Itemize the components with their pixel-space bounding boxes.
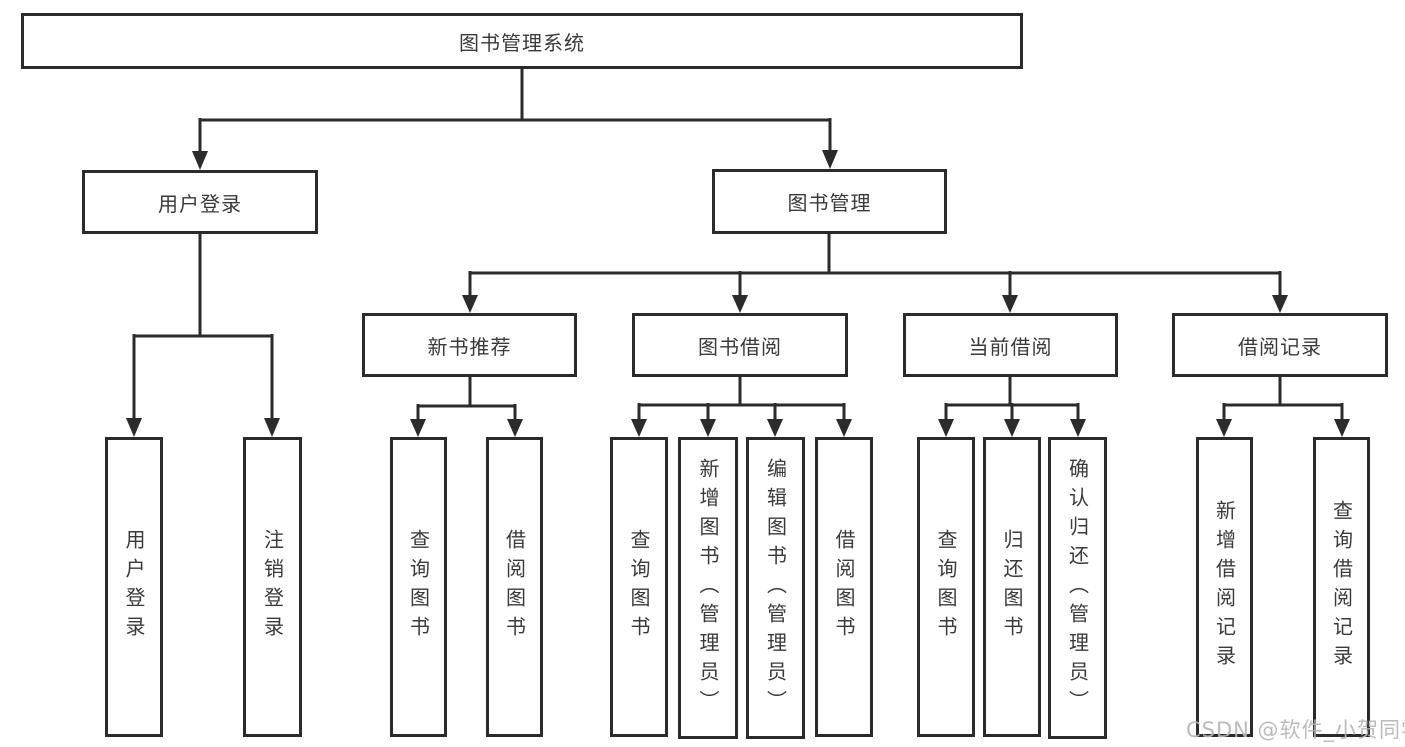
leaf-return-books: 归还图书: [983, 437, 1041, 737]
arrow-down-icon: [938, 419, 954, 437]
node-root-system: 图书管理系统: [21, 13, 1023, 69]
node-label: 借阅记录: [1238, 334, 1322, 359]
node-label: 新增借阅记录: [1212, 500, 1237, 674]
leaf-user-login: 用户登录: [105, 437, 163, 737]
arrow-down-icon: [462, 295, 478, 313]
node-label: 查询图书: [406, 529, 431, 645]
node-label: 用户登录: [122, 529, 146, 645]
node-label: 新书推荐: [427, 334, 512, 359]
leaf-borrow-books: 借阅图书: [815, 437, 873, 737]
arrow-down-icon: [126, 418, 142, 437]
arrow-down-icon: [836, 419, 852, 437]
leaf-query-books-recommend: 查询图书: [390, 437, 447, 737]
node-label: 借阅图书: [502, 529, 527, 645]
node-user-login: 用户登录: [82, 170, 318, 234]
arrow-down-icon: [822, 150, 838, 169]
arrow-down-icon: [1002, 295, 1018, 313]
node-label: 查询借阅记录: [1329, 500, 1354, 674]
node-label: 借阅图书: [832, 529, 856, 645]
node-label: 当前借阅: [968, 334, 1053, 359]
connector-bookmgmt-to-level2: [468, 234, 1282, 297]
arrow-down-icon: [1334, 419, 1350, 437]
node-label: 编辑图书（管理员）: [763, 457, 788, 719]
node-label: 新增图书（管理员）: [696, 457, 720, 719]
leaf-query-borrow-record: 查询借阅记录: [1313, 437, 1370, 737]
node-label: 图书管理系统: [459, 30, 585, 55]
node-label: 查询图书: [934, 529, 958, 645]
arrow-down-icon: [1070, 419, 1086, 437]
connector-newbook-to-leaves: [416, 377, 517, 421]
arrow-down-icon: [631, 419, 647, 437]
leaf-query-books-borrow: 查询图书: [610, 437, 668, 737]
leaf-borrow-books-recommend: 借阅图书: [486, 437, 543, 737]
connector-root-to-level1: [198, 69, 832, 153]
connector-currentborrow-to-leaves: [944, 377, 1080, 421]
arrow-down-icon: [1272, 295, 1288, 313]
connector-bookborrow-to-leaves: [637, 377, 846, 421]
arrow-down-icon: [410, 419, 426, 437]
leaf-logout: 注销登录: [243, 437, 302, 737]
node-label: 图书借阅: [698, 334, 782, 359]
leaf-edit-books-admin: 编辑图书（管理员）: [746, 437, 805, 739]
node-new-book-recommend: 新书推荐: [362, 313, 577, 377]
connector-borrowrecords-to-leaves: [1222, 377, 1344, 421]
csdn-watermark: CSDN @软件_小贺同学: [1186, 718, 1405, 742]
arrow-down-icon: [767, 419, 783, 437]
connector-userlogin-to-leaves: [132, 234, 274, 421]
arrow-down-icon: [507, 419, 523, 437]
arrow-down-icon: [732, 295, 748, 313]
node-label: 图书管理: [787, 191, 872, 215]
arrow-down-icon: [1216, 419, 1232, 437]
node-label: 查询图书: [627, 529, 651, 645]
arrow-down-icon: [264, 418, 280, 437]
arrowhead-icons: [126, 150, 1350, 437]
node-label: 确认归还（管理员）: [1065, 457, 1090, 719]
arrow-down-icon: [700, 419, 716, 437]
arrow-down-icon: [1004, 419, 1020, 437]
node-book-borrow: 图书借阅: [632, 313, 848, 377]
node-current-borrow: 当前借阅: [903, 313, 1118, 377]
node-label: 注销登录: [260, 529, 285, 645]
leaf-add-borrow-record: 新增借阅记录: [1196, 437, 1253, 737]
node-label: 用户登录: [158, 191, 242, 216]
node-book-management: 图书管理: [712, 169, 947, 234]
arrow-down-icon: [192, 151, 208, 170]
node-borrow-records: 借阅记录: [1172, 313, 1388, 377]
leaf-confirm-return-admin: 确认归还（管理员）: [1048, 437, 1107, 739]
leaf-add-books-admin: 新增图书（管理员）: [678, 437, 738, 739]
leaf-query-books-current: 查询图书: [917, 437, 975, 737]
node-label: 归还图书: [1000, 529, 1024, 645]
